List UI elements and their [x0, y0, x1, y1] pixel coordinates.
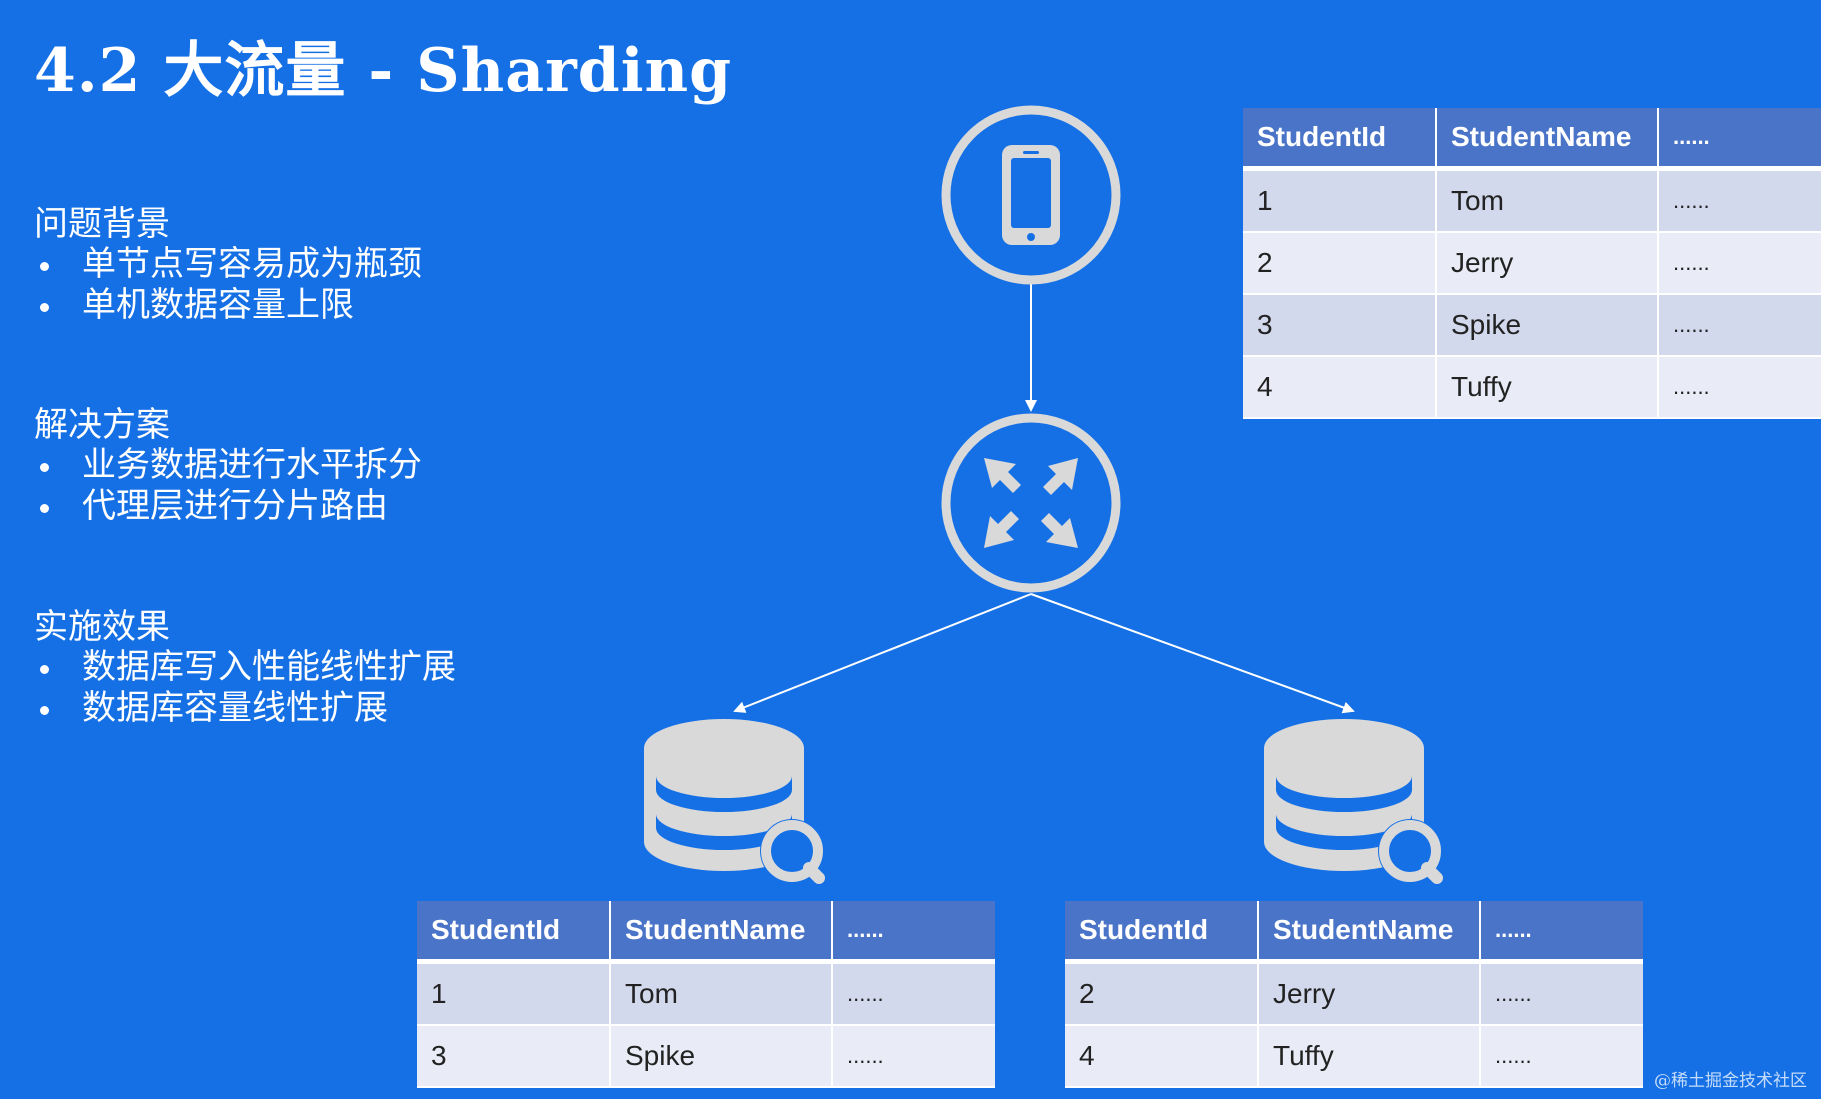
- cell: Jerry: [1258, 961, 1481, 1026]
- column-header: ......: [1658, 108, 1821, 171]
- cell: ......: [1480, 1025, 1643, 1088]
- table-row: 1 Tom ......: [1243, 168, 1821, 233]
- cell: 3: [1243, 294, 1437, 357]
- title-number: 4.2: [34, 36, 142, 106]
- cell: ......: [1658, 294, 1821, 357]
- table-header-row: StudentId StudentName ......: [1243, 108, 1821, 171]
- column-header: StudentId: [1065, 901, 1259, 964]
- cell: ......: [1658, 168, 1821, 233]
- cell: 1: [417, 961, 611, 1026]
- slide-title: 4.2 大流量-Sharding: [34, 22, 754, 109]
- bullet-item: 数据库容量线性扩展: [34, 688, 456, 729]
- cell: 4: [1065, 1025, 1259, 1088]
- shard-1-table: StudentId StudentName ...... 1 Tom .....…: [417, 901, 995, 1088]
- bullet-item: 数据库写入性能线性扩展: [34, 647, 456, 688]
- database-search-icon: [644, 719, 825, 884]
- cell: Tom: [1436, 168, 1659, 233]
- database-search-icon: [1264, 719, 1443, 884]
- bullet-item: 业务数据进行水平拆分: [34, 445, 422, 486]
- section-heading: 解决方案: [34, 405, 170, 445]
- cell: Tuffy: [1258, 1025, 1481, 1088]
- shard-2-table: StudentId StudentName ...... 2 Jerry ...…: [1065, 901, 1643, 1088]
- table-row: 4 Tuffy ......: [1243, 356, 1821, 419]
- bullet-item: 单机数据容量上限: [34, 285, 422, 326]
- cell: 2: [1243, 232, 1437, 295]
- section-heading: 问题背景: [34, 204, 170, 244]
- cell: ......: [832, 961, 995, 1026]
- bullet-item: 代理层进行分片路由: [34, 486, 422, 527]
- router-icon: [941, 413, 1121, 593]
- title-dash: -: [368, 36, 395, 106]
- cell: Tom: [610, 961, 833, 1026]
- section-heading: 实施效果: [34, 607, 170, 647]
- section-solution: 解决方案 业务数据进行水平拆分 代理层进行分片路由: [34, 405, 422, 527]
- cell: ......: [832, 1025, 995, 1088]
- cell: Jerry: [1436, 232, 1659, 295]
- table-row: 2 Jerry ......: [1243, 232, 1821, 295]
- arrow-router-to-db-left: [733, 593, 1032, 713]
- table-row: 2 Jerry ......: [1065, 961, 1643, 1026]
- cell: 1: [1243, 168, 1437, 233]
- table-header-row: StudentId StudentName ......: [417, 901, 995, 964]
- cell: ......: [1480, 961, 1643, 1026]
- column-header: ......: [832, 901, 995, 964]
- cell: Spike: [610, 1025, 833, 1088]
- title-en: Sharding: [416, 36, 733, 106]
- column-header: StudentId: [417, 901, 611, 964]
- column-header: StudentId: [1243, 108, 1437, 171]
- table-header-row: StudentId StudentName ......: [1065, 901, 1643, 964]
- table-row: 3 Spike ......: [1243, 294, 1821, 357]
- watermark: @稀土掘金技术社区: [1654, 1071, 1807, 1091]
- table-row: 3 Spike ......: [417, 1025, 995, 1088]
- arrow-router-to-db-right: [1030, 593, 1355, 714]
- phone-icon: [941, 105, 1121, 285]
- column-header: StudentName: [1258, 901, 1481, 964]
- cell: 3: [417, 1025, 611, 1088]
- cell: 2: [1065, 961, 1259, 1026]
- title-cn: 大流量: [163, 36, 347, 106]
- bullet-item: 单节点写容易成为瓶颈: [34, 244, 422, 285]
- table-row: 4 Tuffy ......: [1065, 1025, 1643, 1088]
- section-background: 问题背景 单节点写容易成为瓶颈 单机数据容量上限: [34, 204, 422, 326]
- cell: ......: [1658, 356, 1821, 419]
- cell: Tuffy: [1436, 356, 1659, 419]
- column-header: StudentName: [610, 901, 833, 964]
- section-effect: 实施效果 数据库写入性能线性扩展 数据库容量线性扩展: [34, 607, 456, 729]
- cell: 4: [1243, 356, 1437, 419]
- cell: ......: [1658, 232, 1821, 295]
- table-row: 1 Tom ......: [417, 961, 995, 1026]
- cell: Spike: [1436, 294, 1659, 357]
- full-student-table: StudentId StudentName ...... 1 Tom .....…: [1243, 108, 1821, 419]
- column-header: StudentName: [1436, 108, 1659, 171]
- column-header: ......: [1480, 901, 1643, 964]
